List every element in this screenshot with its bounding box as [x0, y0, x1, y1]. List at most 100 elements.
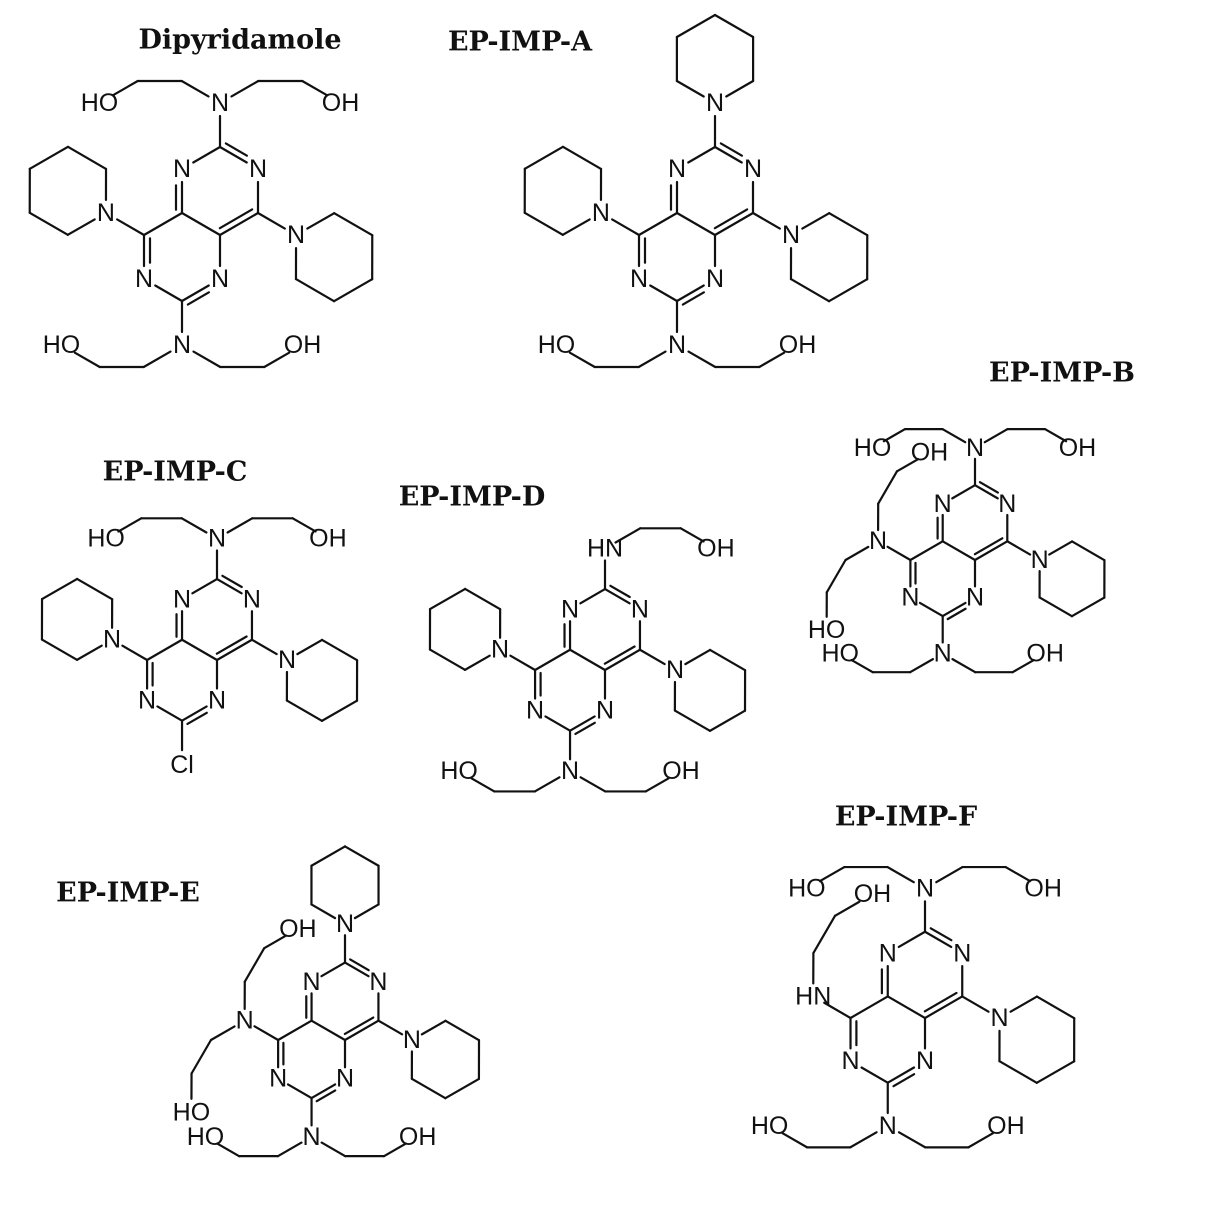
hydroxyl-group: HO — [81, 89, 119, 117]
bond — [216, 1142, 241, 1158]
bond — [609, 584, 631, 599]
bond — [310, 1019, 347, 1042]
bond — [781, 1132, 809, 1149]
amine-nitrogen: N — [934, 640, 952, 668]
bond — [428, 648, 467, 671]
bond — [941, 428, 967, 444]
bond — [296, 638, 324, 656]
hydroxyl-group: HO — [43, 331, 81, 359]
bond — [751, 211, 781, 230]
bond — [286, 1083, 313, 1100]
piperidine-nitrogen: N — [97, 199, 115, 227]
hydroxyl-group: OH — [779, 331, 817, 359]
bond — [825, 558, 847, 594]
bond — [230, 79, 260, 98]
ring-nitrogen: N — [953, 939, 971, 967]
bond — [218, 208, 254, 230]
bond — [310, 903, 337, 920]
bond — [675, 211, 717, 237]
bond — [470, 777, 496, 793]
bond — [644, 777, 670, 793]
bond — [191, 577, 219, 595]
hydroxyl-group: OH — [309, 525, 347, 553]
bond — [117, 517, 143, 533]
bond — [983, 428, 1009, 444]
bond — [1011, 658, 1035, 674]
bond — [708, 709, 747, 732]
hydroxyl-group: HO — [87, 525, 125, 553]
bond — [154, 284, 184, 303]
bond — [226, 517, 254, 534]
bond — [897, 1131, 927, 1149]
bond — [73, 351, 101, 369]
amine-nitrogen: N — [236, 1007, 254, 1035]
bond — [306, 212, 336, 230]
bond — [420, 1019, 447, 1036]
bond — [823, 1001, 852, 1020]
ring-nitrogen: N — [998, 490, 1016, 518]
bond — [675, 284, 705, 303]
bond — [180, 638, 219, 662]
ring-nitrogen: N — [630, 265, 648, 293]
bond — [603, 645, 636, 665]
molecule-title: EP-IMP-F — [835, 802, 977, 833]
bond — [849, 1131, 878, 1149]
bond — [28, 211, 69, 236]
amine-nitrogen: HN — [587, 535, 623, 563]
amine-nitrogen: N — [211, 89, 229, 117]
bond — [614, 527, 642, 544]
bond — [221, 574, 243, 589]
bond — [638, 648, 666, 666]
bond — [708, 648, 747, 672]
piperidine-nitrogen: N — [666, 656, 684, 684]
hydroxyl-group: OH — [1024, 875, 1062, 903]
ring-nitrogen: N — [138, 686, 156, 714]
ring-nitrogen: N — [526, 696, 544, 724]
bond — [428, 587, 467, 611]
bond — [1004, 865, 1032, 883]
bond — [294, 277, 336, 303]
bond — [611, 218, 641, 237]
bond — [568, 351, 596, 369]
bond — [918, 601, 944, 618]
bond — [180, 211, 222, 237]
bond — [1035, 995, 1076, 1020]
hydroxyl-group: OH — [279, 915, 317, 943]
bond — [1070, 596, 1106, 618]
bond — [973, 540, 1009, 562]
bond — [909, 658, 935, 674]
hydroxyl-group: HO — [788, 875, 826, 903]
bond — [687, 350, 717, 369]
amine-nitrogen: N — [668, 331, 686, 359]
bond — [946, 607, 967, 621]
hydroxyl-group: HO — [187, 1123, 225, 1151]
ring-nitrogen: N — [934, 490, 952, 518]
bond — [998, 1060, 1038, 1084]
amine-nitrogen: N — [869, 527, 887, 555]
ring-nitrogen: N — [596, 696, 614, 724]
bond — [320, 699, 359, 722]
bond — [343, 961, 370, 978]
bond — [180, 79, 210, 98]
piperidine-nitrogen: N — [782, 221, 800, 249]
bond — [687, 145, 717, 164]
bond — [886, 865, 915, 884]
ring-nitrogen: N — [135, 265, 153, 293]
bond — [121, 644, 149, 662]
bond — [886, 995, 927, 1020]
hydroxyl-group: OH — [911, 439, 949, 467]
bond — [675, 79, 705, 98]
bond — [218, 145, 248, 164]
bond — [320, 638, 359, 662]
bond — [224, 142, 249, 157]
bond — [603, 648, 642, 672]
bond — [285, 699, 324, 722]
hydroxyl-group: HO — [440, 757, 478, 785]
bond — [719, 142, 744, 157]
piperidine-nitrogen: N — [278, 646, 296, 674]
bond — [464, 587, 502, 611]
